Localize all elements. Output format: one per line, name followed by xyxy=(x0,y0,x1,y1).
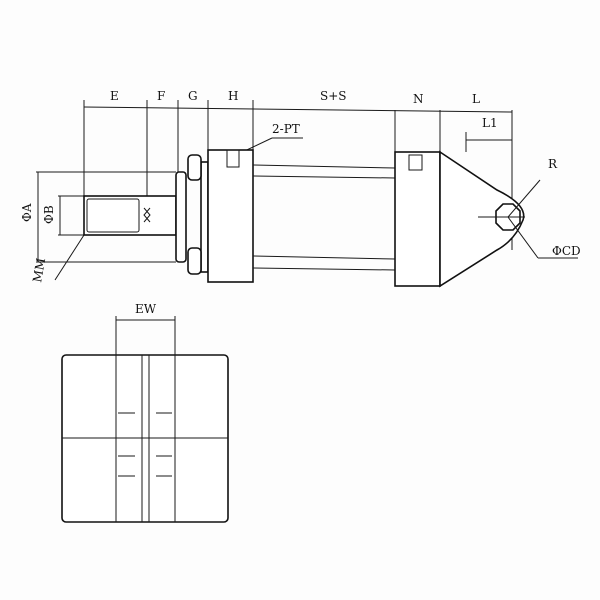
nut-icon xyxy=(187,154,202,275)
dim-l: L xyxy=(472,92,480,106)
port-icon xyxy=(408,154,423,171)
dim-ss: S+S xyxy=(320,89,347,103)
rod-gland xyxy=(175,171,187,263)
dim-g: G xyxy=(188,89,198,103)
front-head xyxy=(207,149,254,283)
dim-e: E xyxy=(110,89,119,103)
dim-f: F xyxy=(157,89,165,103)
radius-label: R xyxy=(548,157,558,171)
end-view xyxy=(61,316,229,523)
dim-phi-b: ΦB xyxy=(42,205,56,224)
port-icon xyxy=(226,149,240,168)
dim-ew: EW xyxy=(135,302,157,316)
cylinder-tube xyxy=(252,164,396,271)
pin-leader xyxy=(507,216,539,259)
thread-leader xyxy=(54,234,85,281)
thread-label: MM xyxy=(30,257,48,284)
dim-h: H xyxy=(228,89,238,103)
dim-l1: L1 xyxy=(482,116,498,130)
port-label: 2-PT xyxy=(272,122,300,136)
dimension-lines xyxy=(36,100,513,263)
dim-phi-a: ΦA xyxy=(20,203,34,222)
piston-rod xyxy=(83,195,177,236)
rear-head xyxy=(394,151,441,287)
flange-plate xyxy=(200,161,209,273)
dim-n: N xyxy=(413,92,424,106)
rear-clevis xyxy=(439,150,525,288)
pin-dia-label: ΦCD xyxy=(552,244,581,258)
radius-leader xyxy=(507,179,541,218)
